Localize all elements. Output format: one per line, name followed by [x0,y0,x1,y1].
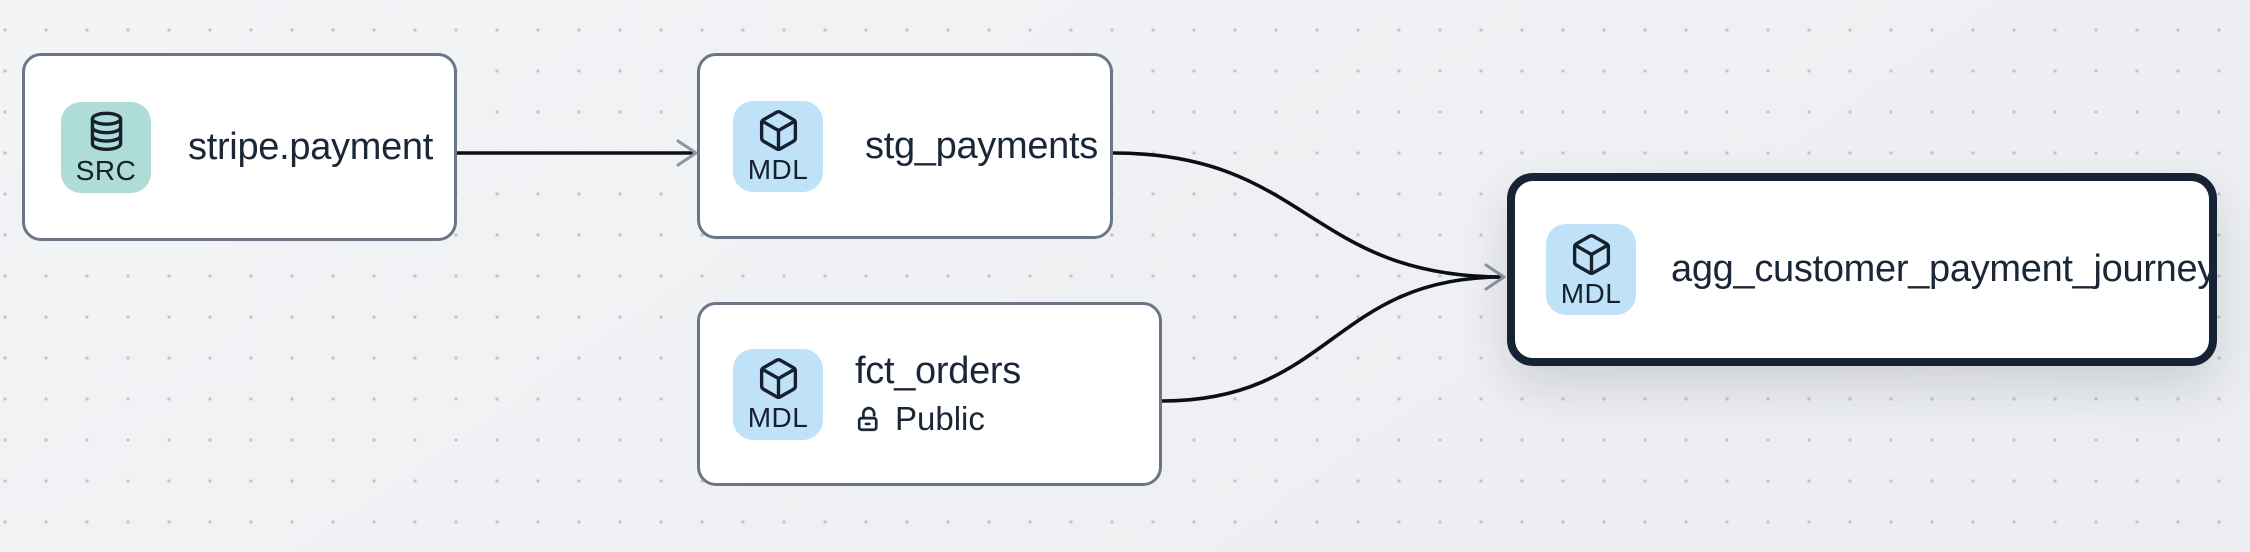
arrowhead-icon [676,139,698,167]
access-row: Public [855,400,1021,438]
node-title: stripe.payment [188,125,434,168]
model-type-badge: MDL [1546,224,1636,315]
node-title: stg_payments [865,124,1098,167]
badge-label: MDL [747,154,809,185]
model-type-badge: MDL [733,348,823,440]
source-type-badge: SRC [61,101,151,193]
badge-label: MDL [747,402,809,433]
arrowhead-icon [1484,263,1506,291]
badge-label: SRC [75,155,137,186]
cube-icon [759,358,797,399]
lock-open-icon [857,406,878,431]
edge-fct-orders-to-agg-customer-payment-journey[interactable] [1161,275,1504,403]
node-fct-orders[interactable]: MDL fct_orders Public [697,302,1162,486]
access-label: Public [895,400,985,437]
cube-icon [759,110,797,151]
model-type-badge: MDL [733,100,823,192]
node-stg-payments[interactable]: MDL stg_payments [697,53,1113,239]
edge-stg-payments-to-agg-customer-payment-journey[interactable] [1112,151,1504,279]
node-stripe-payment[interactable]: SRC stripe.payment [22,53,457,241]
cube-icon [1572,233,1610,275]
node-agg-customer-payment-journey[interactable]: MDL agg_customer_payment_journey [1507,173,2217,366]
database-icon [90,111,122,151]
node-title: agg_customer_payment_journey [1671,248,2217,290]
badge-label: MDL [1560,277,1622,309]
node-title: fct_orders [855,350,1021,392]
